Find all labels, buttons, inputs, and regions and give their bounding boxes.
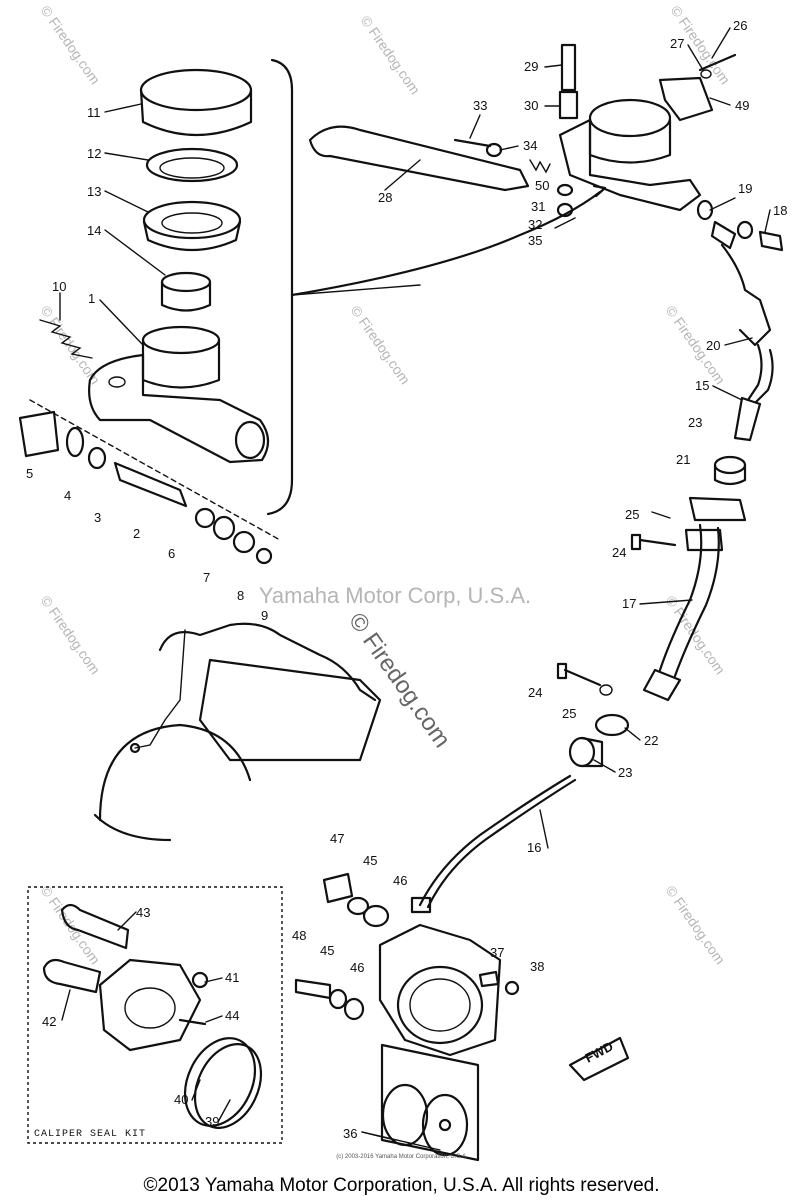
caliper-group xyxy=(294,872,520,1162)
callout-3: 3 xyxy=(94,510,101,525)
callout-43: 43 xyxy=(136,905,150,920)
callout-23: 23 xyxy=(688,415,702,430)
callout-8: 8 xyxy=(237,588,244,603)
callout-50: 50 xyxy=(535,178,549,193)
callout-45b: 45 xyxy=(320,943,334,958)
callout-20: 20 xyxy=(706,338,720,353)
callout-6: 6 xyxy=(168,546,175,561)
callout-40: 40 xyxy=(174,1092,188,1107)
watermark-small: © Firedog.com xyxy=(663,883,729,968)
brake-hose-route xyxy=(410,243,774,914)
callout-49: 49 xyxy=(735,98,749,113)
callout-19: 19 xyxy=(738,181,752,196)
callout-22: 22 xyxy=(644,733,658,748)
callout-25b: 25 xyxy=(562,706,576,721)
watermark-small: © Firedog.com xyxy=(38,3,104,88)
callout-24: 24 xyxy=(612,545,626,560)
copyright-footer: ©2013 Yamaha Motor Corporation, U.S.A. A… xyxy=(143,1175,660,1196)
motorcycle-outline xyxy=(93,622,382,842)
callout-11: 11 xyxy=(87,105,101,120)
callout-18: 18 xyxy=(773,203,787,218)
callout-33: 33 xyxy=(473,98,487,113)
watermark-small: © Firedog.com xyxy=(348,303,414,388)
fwd-arrow: FWD xyxy=(568,1036,630,1082)
callout-42: 42 xyxy=(42,1014,56,1029)
callout-9: 9 xyxy=(261,608,268,623)
callout-36: 36 xyxy=(343,1126,357,1141)
handlebar-master-group xyxy=(290,43,784,297)
callout-23b: 23 xyxy=(618,765,632,780)
callout-10: 10 xyxy=(52,279,66,294)
watermark-small: © Firedog.com xyxy=(38,883,104,968)
master-cylinder-group xyxy=(18,58,421,565)
watermark-center: Yamaha Motor Corp, U.S.A. xyxy=(259,583,531,608)
watermarks: Yamaha Motor Corp, U.S.A. © Firedog.com … xyxy=(38,3,734,968)
callout-14: 14 xyxy=(87,223,101,238)
callout-25: 25 xyxy=(625,507,639,522)
callout-28: 28 xyxy=(378,190,392,205)
callout-38: 38 xyxy=(530,959,544,974)
callout-41: 41 xyxy=(225,970,239,985)
callout-17: 17 xyxy=(622,596,636,611)
callout-4: 4 xyxy=(64,488,71,503)
callout-37: 37 xyxy=(490,945,504,960)
callout-31: 31 xyxy=(531,199,545,214)
callout-1: 1 xyxy=(88,291,95,306)
callout-47: 47 xyxy=(330,831,344,846)
callout-46: 46 xyxy=(393,873,407,888)
callout-35: 35 xyxy=(528,233,542,248)
callout-12: 12 xyxy=(87,146,101,161)
fwd-label: FWD xyxy=(582,1039,615,1066)
callout-48: 48 xyxy=(292,928,306,943)
callout-21: 21 xyxy=(676,452,690,467)
callout-labels: 1 2 3 4 5 6 7 8 9 10 11 12 13 14 15 16 1… xyxy=(26,18,787,1141)
callout-32: 32 xyxy=(528,217,542,232)
small-copyright: (c) 2003-2016 Yamaha Motor Corporation, … xyxy=(336,1154,468,1160)
callout-13: 13 xyxy=(87,184,101,199)
callout-45: 45 xyxy=(363,853,377,868)
callout-15: 15 xyxy=(695,378,709,393)
callout-26: 26 xyxy=(733,18,747,33)
callout-29: 29 xyxy=(524,59,538,74)
callout-7: 7 xyxy=(203,570,210,585)
callout-2: 2 xyxy=(133,526,140,541)
callout-30: 30 xyxy=(524,98,538,113)
caliper-seal-kit-label: CALIPER SEAL KIT xyxy=(34,1129,146,1140)
callout-39: 39 xyxy=(205,1114,219,1129)
callout-46b: 46 xyxy=(350,960,364,975)
watermark-small: © Firedog.com xyxy=(663,593,729,678)
callout-24b: 24 xyxy=(528,685,542,700)
callout-27: 27 xyxy=(670,36,684,51)
callout-44: 44 xyxy=(225,1008,239,1023)
caliper-seal-kit-inset: CALIPER SEAL KIT xyxy=(27,886,283,1144)
callout-16: 16 xyxy=(527,840,541,855)
watermark-small: © Firedog.com xyxy=(358,13,424,98)
callout-34: 34 xyxy=(523,138,537,153)
watermark-small: © Firedog.com xyxy=(38,593,104,678)
leader-lines xyxy=(59,27,771,1151)
callout-5: 5 xyxy=(26,466,33,481)
